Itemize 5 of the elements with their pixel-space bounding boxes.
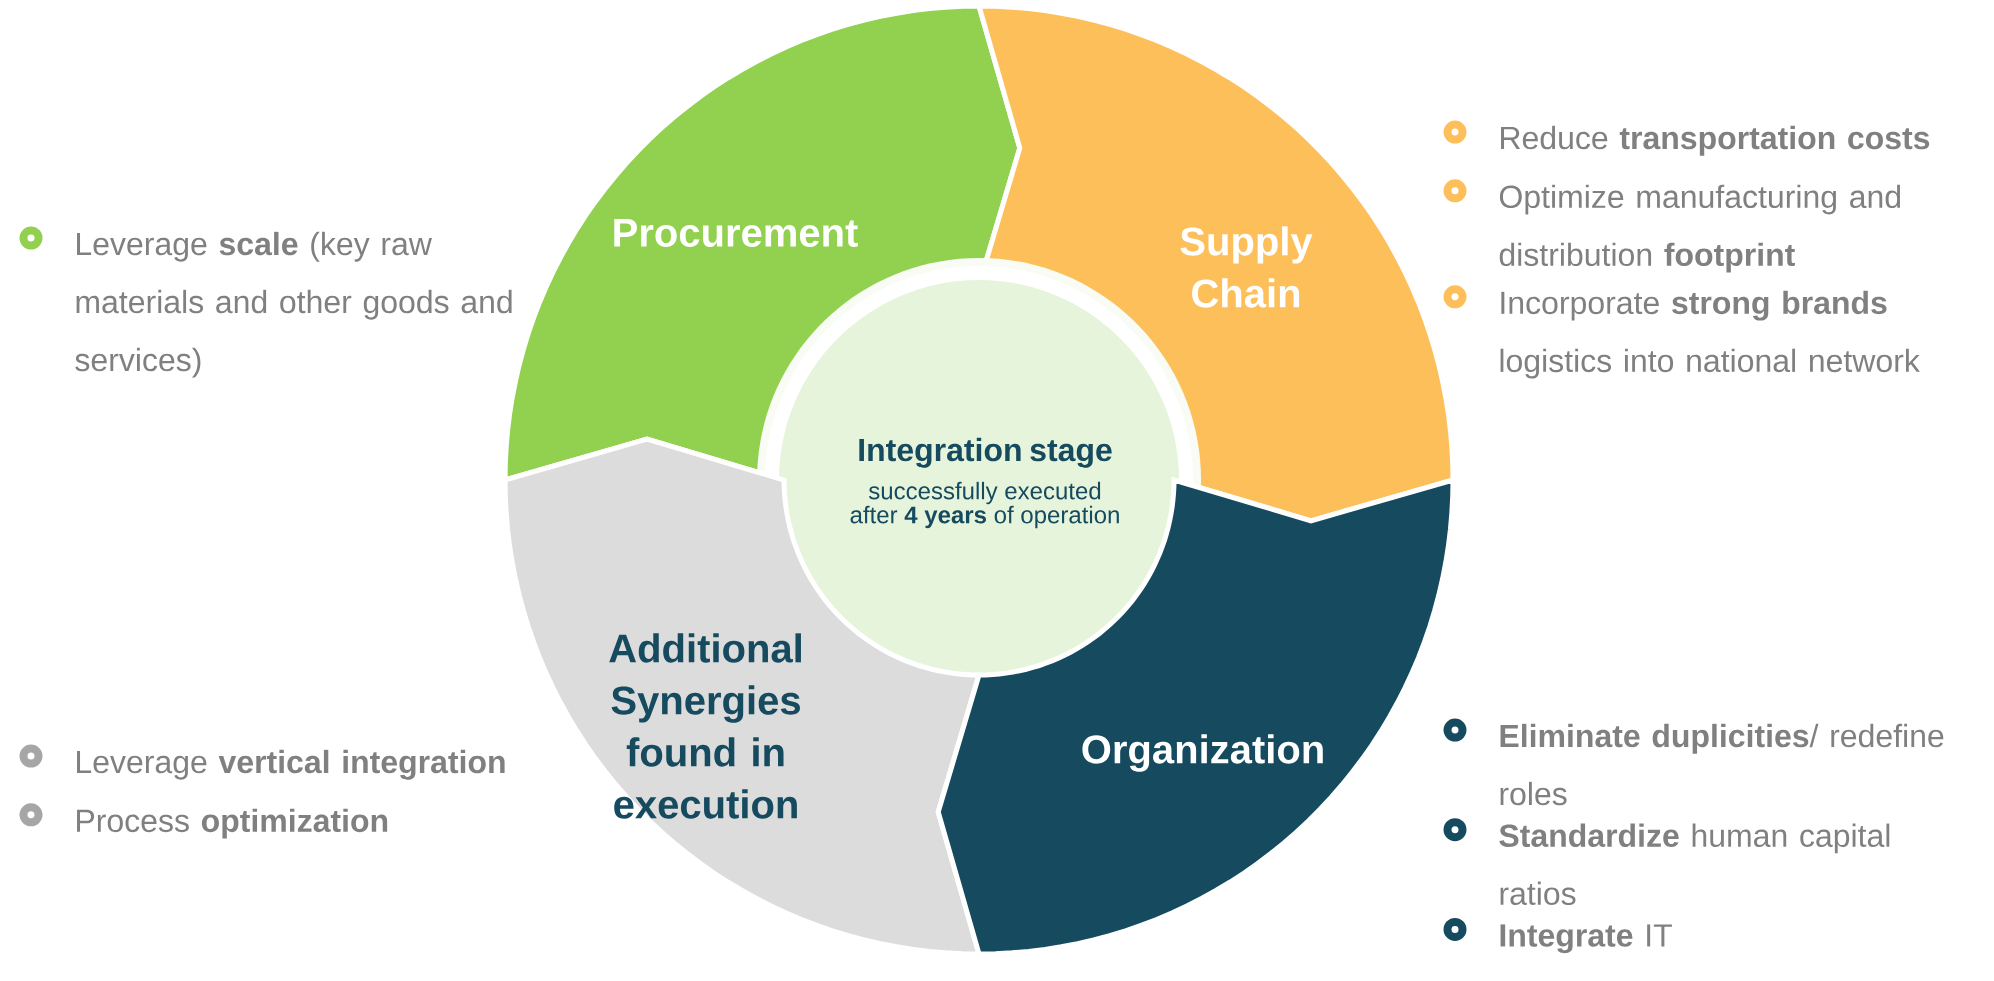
bullet-item: Process optimization bbox=[19, 803, 388, 839]
bullet-item: Leverage vertical integration bbox=[19, 744, 505, 780]
bullet-item: Leverage scale (key raw materials and other goods and services) bbox=[19, 226, 512, 378]
bullet-item: Incorporate strong brands logistics into national network bbox=[1443, 285, 1920, 379]
bullet-item: Reduce transportation costs bbox=[1443, 120, 1930, 156]
